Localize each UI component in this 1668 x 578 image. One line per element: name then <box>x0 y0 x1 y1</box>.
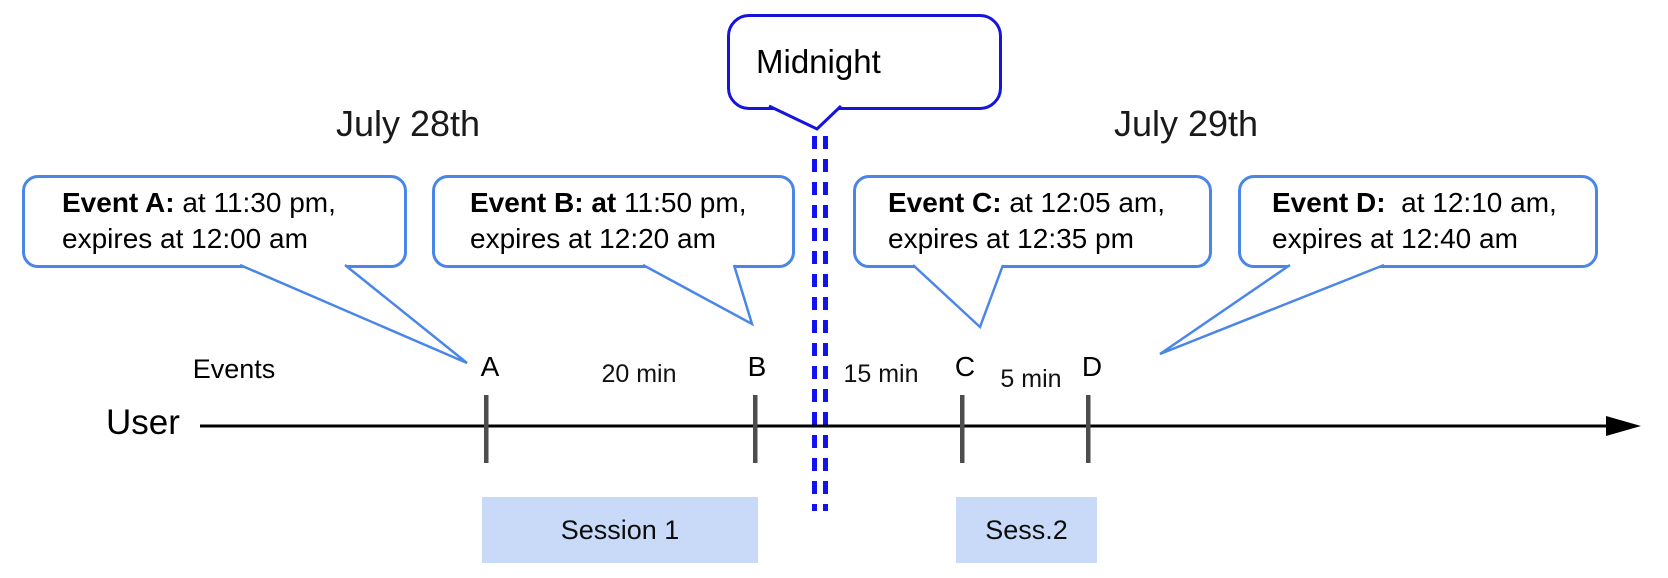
events-axis-label: Events <box>192 354 276 384</box>
session-1-label: Session 1 <box>560 514 680 545</box>
callout-tail-b <box>642 263 755 327</box>
callout-d-time: at 12:10 am, <box>1385 187 1557 218</box>
session-2-label: Sess.2 <box>985 514 1068 545</box>
timeline-arrowhead <box>1606 416 1641 436</box>
callout-a-line2: expires at 12:00 am <box>62 223 308 254</box>
callout-a-time: at 11:30 pm, <box>174 187 336 218</box>
marker-letter-d: D <box>1081 351 1103 382</box>
callout-d-line1: Event D: at 12:10 am, <box>1272 185 1595 221</box>
interval-label-15min: 15 min <box>843 360 919 388</box>
callout-event-d: Event D: at 12:10 am, expires at 12:40 a… <box>1238 175 1598 268</box>
callout-tail-c <box>912 264 1005 330</box>
callout-d-title: Event D: <box>1272 187 1386 218</box>
marker-letter-b: B <box>747 351 767 382</box>
interval-label-20min: 20 min <box>601 360 677 388</box>
session-box-2: Sess.2 <box>956 497 1097 563</box>
user-axis-label: User <box>106 403 180 442</box>
callout-tail-a <box>239 263 468 365</box>
midnight-callout: Midnight <box>727 14 1002 110</box>
callout-b-time: 11:50 pm, <box>616 187 747 218</box>
date-label-july-28: July 28th <box>335 103 481 144</box>
callout-c-time: at 12:05 am, <box>1001 187 1166 218</box>
callout-tail-d <box>1159 263 1385 356</box>
callout-event-c: Event C: at 12:05 am, expires at 12:35 p… <box>853 175 1212 268</box>
marker-letter-a: A <box>480 351 500 382</box>
callout-b-line2: expires at 12:20 am <box>470 223 716 254</box>
tick-event-d <box>1086 395 1091 463</box>
interval-label-5min: 5 min <box>1000 365 1062 393</box>
marker-letter-c: C <box>954 351 976 382</box>
tick-event-a <box>484 395 489 463</box>
callout-a-title: Event A: <box>62 187 175 218</box>
date-label-july-29: July 29th <box>1113 103 1259 144</box>
callout-c-title: Event C: <box>888 187 1002 218</box>
callout-event-b: Event B: at 11:50 pm, expires at 12:20 a… <box>432 175 795 268</box>
callout-a-line1: Event A: at 11:30 pm, <box>62 185 404 221</box>
tick-event-b <box>753 395 758 463</box>
callout-b-title: Event B: at <box>470 187 617 218</box>
callout-event-a: Event A: at 11:30 pm, expires at 12:00 a… <box>22 175 407 268</box>
callout-c-line1: Event C: at 12:05 am, <box>888 185 1209 221</box>
callout-c-line2: expires at 12:35 pm <box>888 223 1134 254</box>
callout-d-line2: expires at 12:40 am <box>1272 223 1518 254</box>
callout-b-line1: Event B: at 11:50 pm, <box>470 185 792 221</box>
tick-event-c <box>960 395 965 463</box>
session-box-1: Session 1 <box>482 497 758 563</box>
midnight-label: Midnight <box>756 43 881 80</box>
